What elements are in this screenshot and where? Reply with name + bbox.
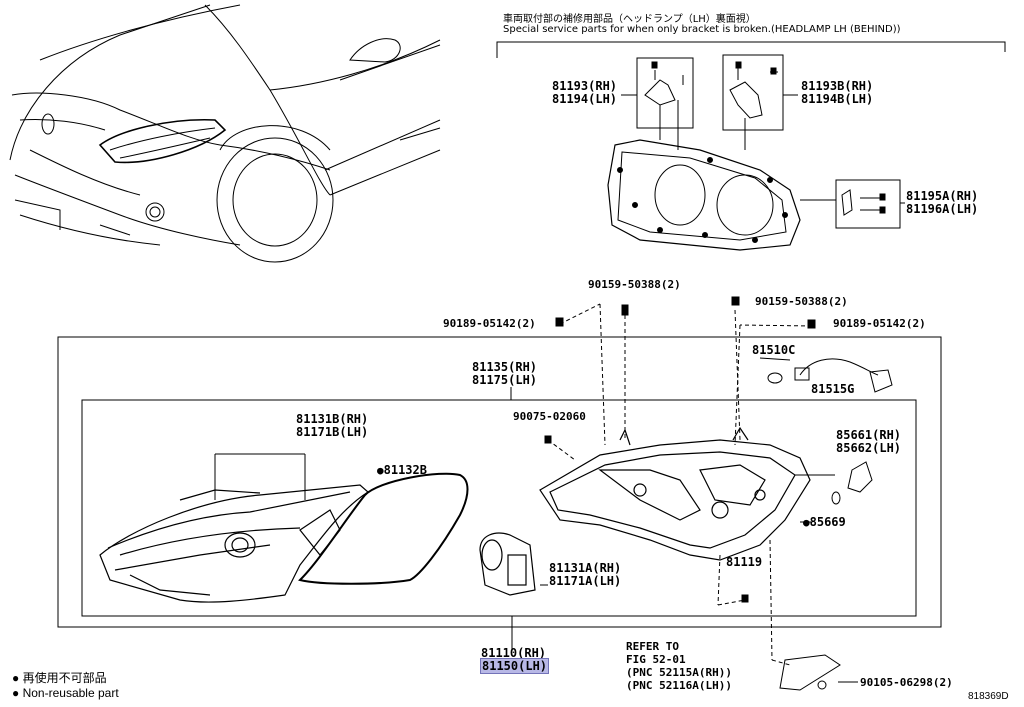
assembly-inner-box — [81, 399, 917, 617]
header-bracket — [496, 41, 1006, 58]
part-label-81510c[interactable]: 81510C — [752, 343, 796, 357]
leader-lines — [547, 303, 813, 666]
part-label-90189-right[interactable]: 90189-05142(2) — [833, 317, 926, 330]
non-reusable-bullet: ● — [377, 464, 384, 477]
assembly-outer-box — [57, 336, 942, 628]
figure-id: 818369D — [968, 691, 1009, 702]
gasket-81132b — [298, 472, 469, 585]
part-label-90159-top[interactable]: 90159-50388(2) — [588, 278, 681, 291]
headlamp-lens — [99, 484, 369, 603]
part-label-85669[interactable]: ●85669 — [803, 515, 846, 530]
part-label-90075[interactable]: 90075-02060 — [513, 410, 586, 423]
part-label-90105[interactable]: 90105-06298(2) — [860, 676, 953, 689]
bracket-81193b-box — [722, 54, 798, 150]
part-label-81132b[interactable]: ●81132B — [377, 463, 427, 478]
bracket-bottom — [779, 654, 841, 691]
part-label-90189-left[interactable]: 90189-05142(2) — [443, 317, 536, 330]
legend-bullet: ● — [12, 686, 20, 700]
header-japanese: 車両取付部の補修用部品（ヘッドランプ（LH）裏面視） — [503, 14, 756, 25]
legend-japanese: ● 再使用不可部品 — [12, 671, 107, 685]
lamp-unit-81131a — [479, 532, 536, 596]
part-label-81135[interactable]: 81135(RH)81175(LH) — [472, 360, 538, 387]
bracket-81193-box — [621, 57, 694, 150]
wire-harness-81515g — [767, 358, 893, 393]
headlamp-housing — [539, 426, 811, 561]
part-label-81193b[interactable]: 81193B(RH)81194B(LH) — [801, 79, 874, 106]
refer-to-figure[interactable]: REFER TO FIG 52-01 (PNC 52115A(RH)) (PNC… — [626, 640, 732, 692]
part-label-81131a[interactable]: 81131A(RH)81171A(LH) — [549, 561, 622, 588]
non-reusable-bullet: ● — [803, 516, 810, 529]
socket-85661 — [831, 461, 873, 505]
legend-bullet: ● — [12, 671, 20, 685]
part-label-81110[interactable]: 81110(RH) 81150(LH) — [479, 646, 550, 674]
part-label-81515g[interactable]: 81515G — [811, 382, 855, 396]
part-label-85661[interactable]: 85661(RH)85662(LH) — [836, 428, 902, 455]
legend-english: ● Non-reusable part — [12, 686, 119, 700]
highlighted-part-81150[interactable]: 81150(LH) — [479, 658, 550, 674]
part-label-81193[interactable]: 81193(RH)81194(LH) — [552, 79, 618, 106]
vehicle-outline-illustration — [9, 4, 441, 263]
part-label-90159-right[interactable]: 90159-50388(2) — [755, 295, 848, 308]
bolts — [544, 61, 886, 603]
part-label-81131b[interactable]: 81131B(RH)81171B(LH) — [296, 412, 369, 439]
headlamp-behind-view — [607, 139, 801, 251]
bracket-81195a-box — [800, 179, 905, 229]
part-label-81195a[interactable]: 81195A(RH)81196A(LH) — [906, 189, 979, 216]
header-english: Special service parts for when only brac… — [503, 24, 901, 35]
part-label-81119[interactable]: 81119 — [726, 555, 763, 569]
